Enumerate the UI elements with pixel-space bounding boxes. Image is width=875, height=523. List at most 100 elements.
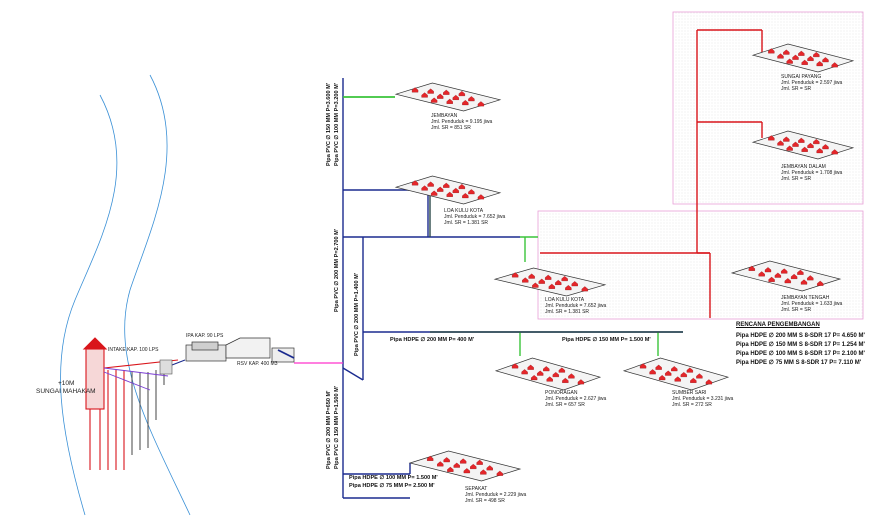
branch-pipes: [343, 96, 659, 499]
village-population: Jml. Penduduk = 3.231 jiwa: [672, 396, 734, 402]
pipe-label-v1a: Pipa PVC ∅ 150 MM P=3.600 M': [326, 82, 332, 166]
treatment-plant: [185, 337, 295, 363]
house-icon: [421, 185, 428, 191]
pipe-label-h1: Pipa HDPE ∅ 200 MM P= 400 M': [390, 337, 475, 343]
house-icon: [468, 96, 475, 102]
house-icon: [552, 372, 559, 378]
plan-line: Pipa HDPE ∅ 75 MM S 8-SDR 17 P= 7.110 M': [736, 360, 862, 366]
house-icon: [437, 461, 444, 467]
house-icon: [813, 52, 820, 58]
house-icon: [548, 283, 555, 289]
house-icon: [522, 277, 529, 283]
house-icon: [568, 373, 575, 379]
plan-line: Pipa HDPE ∅ 100 MM S 8-SDR 17 P= 2.100 M…: [736, 351, 865, 357]
pipe-label-v3: Pipa PVC ∅ 200 MM P=1.400 M': [354, 272, 360, 356]
house-icon: [781, 268, 788, 274]
house-icon: [807, 55, 814, 61]
house-icon: [581, 286, 588, 292]
house-icon: [462, 193, 469, 199]
village-parcel: [394, 82, 502, 112]
house-icon: [527, 364, 534, 370]
house-icon: [671, 366, 678, 372]
house-icon: [427, 181, 434, 187]
house-icon: [530, 375, 538, 381]
house-icon: [639, 363, 647, 369]
plan-line: Pipa HDPE ∅ 200 MM S 8-SDR 17 P= 4.650 M…: [736, 333, 865, 339]
house-icon: [496, 470, 503, 476]
house-icon: [437, 93, 444, 99]
pipe-label-v1b: Pipa PVC ∅ 100 MM P=3.200 M': [334, 82, 340, 166]
house-icon: [774, 272, 782, 278]
house-icon: [512, 272, 519, 278]
house-icon: [537, 370, 544, 376]
village-parcel: [730, 260, 842, 292]
village-parcel: [394, 175, 502, 205]
house-icon: [800, 279, 808, 285]
house-icon: [783, 136, 790, 142]
house-icon: [831, 62, 838, 68]
village-sr: Jml. SR = 657 SR: [545, 402, 585, 408]
pipe-label-s2: Pipa HDPE ∅ 75 MM P= 2.500 M': [349, 483, 435, 489]
village-name: SUMBER SARI: [672, 390, 707, 396]
house-icon: [421, 92, 428, 98]
village-sr: Jml. SR = 1.381 SR: [444, 220, 489, 226]
house-icon: [665, 370, 672, 376]
house-icon: [453, 462, 460, 468]
house-icon: [686, 367, 694, 373]
house-icon: [477, 194, 485, 200]
village-name: JEMBAYAN DALAM: [781, 164, 826, 170]
village-sr: Jml. SR = SR: [781, 86, 812, 92]
house-icon: [411, 180, 419, 186]
house-icon: [543, 366, 550, 372]
house-icon: [813, 139, 820, 145]
house-icon: [798, 137, 805, 143]
house-icon: [477, 101, 485, 107]
house-icon: [480, 469, 487, 475]
house-icon: [462, 100, 469, 106]
house-icon: [577, 379, 585, 385]
intake-tower: [82, 337, 179, 470]
village-name: SUNGAI PAYANG: [781, 74, 822, 80]
house-icon: [696, 373, 703, 379]
house-icon: [690, 377, 697, 383]
house-icon: [674, 376, 681, 382]
house-icon: [777, 53, 784, 59]
house-icon: [437, 186, 444, 192]
house-icon: [411, 87, 419, 93]
house-icon: [558, 367, 566, 373]
planned-pipes: [540, 29, 763, 318]
ipa-label: IPA KAP. 90 LPS: [186, 333, 224, 339]
pipe-label-v2: Pipa PVC ∅ 200 MM P=2.700 M': [334, 228, 340, 312]
river-bank-left: [60, 94, 118, 516]
river-name: SUNGAI MAHAKAM: [36, 388, 96, 395]
house-icon: [784, 278, 791, 284]
house-icon: [748, 265, 755, 271]
house-icon: [705, 379, 713, 385]
intake-label: INTAKE KAP. 100 LPS: [108, 347, 159, 353]
house-icon: [822, 144, 829, 150]
house-icon: [797, 269, 804, 275]
house-icon: [831, 149, 838, 155]
house-icon: [452, 94, 459, 100]
house-icon: [790, 273, 798, 280]
house-icon: [807, 142, 814, 148]
village-sr: Jml. SR = SR: [781, 307, 812, 313]
village-population: Jml. Penduduk = 1.633 jiwa: [781, 301, 843, 307]
house-icon: [786, 58, 793, 64]
village-name: LOA KULU KOTA: [545, 297, 585, 303]
house-icon: [447, 466, 454, 472]
house-icon: [545, 274, 552, 280]
pipe-label-v4b: Pipa PVC ∅ 150 MM P=1.500 M': [334, 385, 340, 469]
house-icon: [798, 50, 805, 56]
village-population: Jml. Penduduk = 2.229 jiwa: [465, 492, 527, 498]
zone-box-upper: [672, 11, 864, 205]
house-icon: [801, 146, 808, 152]
village-parcel: [494, 357, 602, 391]
house-icon: [655, 364, 662, 370]
village-name: LOA KULU KOTA: [444, 208, 484, 214]
house-icon: [777, 140, 784, 146]
village-population: Jml. Penduduk = 2.627 jiwa: [545, 396, 607, 402]
house-icon: [521, 369, 528, 375]
house-icon: [511, 363, 519, 369]
